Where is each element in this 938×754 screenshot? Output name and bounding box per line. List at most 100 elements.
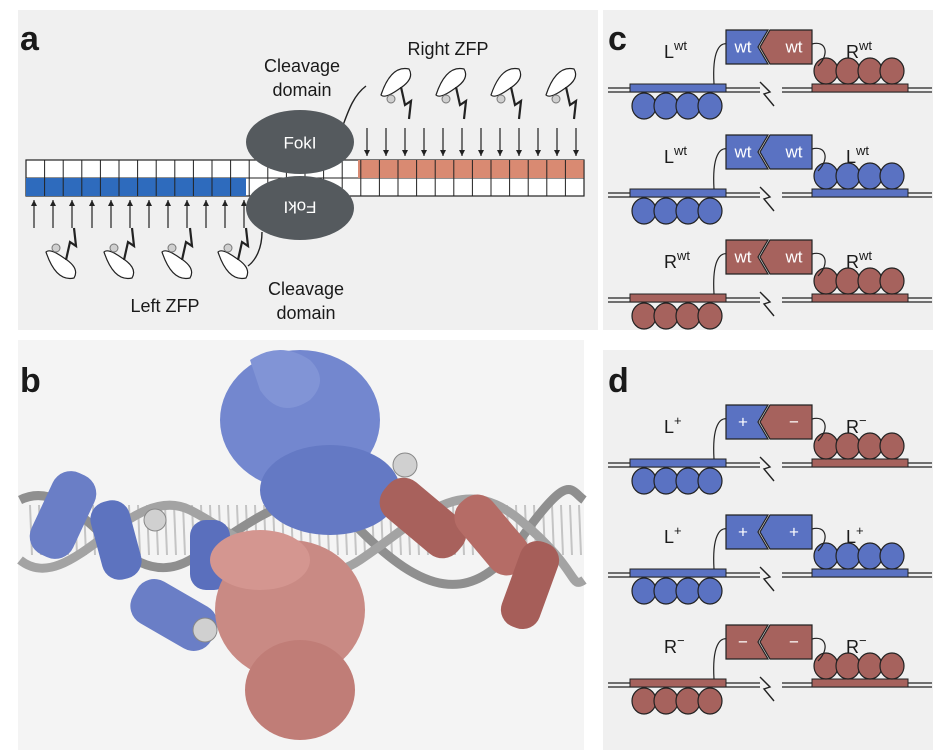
right-zinc-finger bbox=[880, 268, 904, 294]
right-zinc-finger bbox=[880, 543, 904, 569]
right-binding-bar bbox=[812, 189, 908, 197]
left-zinc-finger bbox=[698, 688, 722, 714]
right-binding-bar bbox=[812, 294, 908, 302]
left-zinc-finger bbox=[676, 303, 700, 329]
left-zinc-finger bbox=[632, 468, 656, 494]
right-nuclease-domain bbox=[760, 625, 812, 659]
foki-bottom-label: FokI bbox=[283, 198, 316, 217]
left-zinc-finger bbox=[676, 468, 700, 494]
right-zinc-finger bbox=[858, 163, 882, 189]
left-zinc-finger bbox=[654, 93, 678, 119]
panel-a: a FokI FokI Cleavage domain Right ZFP Le… bbox=[18, 10, 598, 330]
right-zinc-finger bbox=[814, 58, 838, 84]
left-zinc-finger bbox=[632, 578, 656, 604]
left-binding-bar bbox=[630, 294, 726, 302]
left-zfp-name-base: L bbox=[664, 417, 674, 437]
left-binding-bar bbox=[630, 459, 726, 467]
cleavage-bottom-line2: domain bbox=[276, 303, 335, 323]
left-zinc-finger bbox=[698, 303, 722, 329]
left-zinc-finger bbox=[676, 688, 700, 714]
right-zinc-finger bbox=[880, 163, 904, 189]
zinc-ion bbox=[168, 244, 176, 252]
panel-d-letter: d bbox=[608, 362, 629, 400]
left-binding-bar bbox=[630, 84, 726, 92]
panel-c: c wtwtLwtRwtwtwtLwtLwtwtwtRwtRwt bbox=[603, 10, 933, 330]
left-zfp-name-sup: wt bbox=[676, 248, 690, 263]
left-zinc-finger bbox=[676, 198, 700, 224]
right-zfp-name-base: R bbox=[846, 417, 859, 437]
right-nuclease-domain bbox=[760, 405, 812, 439]
right-nuclease-label: wt bbox=[785, 143, 803, 162]
left-zinc-finger bbox=[632, 93, 656, 119]
left-nuclease-label: − bbox=[738, 633, 748, 652]
left-zinc-finger bbox=[698, 198, 722, 224]
left-nuclease-label: wt bbox=[734, 248, 752, 267]
left-nuclease-label: + bbox=[738, 523, 748, 542]
left-nuclease-label: wt bbox=[734, 143, 752, 162]
left-zinc-finger bbox=[632, 688, 656, 714]
left-zinc-finger bbox=[698, 93, 722, 119]
right-binding-bar bbox=[812, 459, 908, 467]
left-zfp-name-base: L bbox=[664, 147, 674, 167]
right-nuclease-domain bbox=[760, 515, 812, 549]
left-zfp-name-sup: wt bbox=[673, 143, 687, 158]
panel-a-letter: a bbox=[20, 20, 40, 58]
left-nuclease-label: wt bbox=[734, 38, 752, 57]
right-zinc-finger bbox=[858, 58, 882, 84]
right-nuclease-label: − bbox=[789, 633, 799, 652]
left-binding-bar bbox=[630, 679, 726, 687]
zinc-ion bbox=[224, 244, 232, 252]
zinc-ion bbox=[387, 95, 395, 103]
left-zfp-name-base: L bbox=[664, 42, 674, 62]
zinc-ion bbox=[52, 244, 60, 252]
right-zfp-name-base: R bbox=[846, 42, 859, 62]
right-zinc-finger bbox=[814, 543, 838, 569]
right-zinc-finger bbox=[814, 433, 838, 459]
right-binding-bar bbox=[812, 84, 908, 92]
left-zinc-finger bbox=[676, 578, 700, 604]
right-zinc-finger bbox=[880, 433, 904, 459]
left-zinc-finger bbox=[632, 198, 656, 224]
zinc-ion-blue-2 bbox=[144, 509, 166, 531]
left-zinc-finger bbox=[698, 468, 722, 494]
right-zfp-name-sup: − bbox=[859, 413, 867, 428]
right-nuclease-label: − bbox=[789, 413, 799, 432]
left-zinc-finger bbox=[676, 93, 700, 119]
left-zfp-name-base: R bbox=[664, 252, 677, 272]
right-nuclease-label: + bbox=[789, 523, 799, 542]
cleavage-top-line2: domain bbox=[272, 80, 331, 100]
right-zinc-finger bbox=[858, 433, 882, 459]
left-zfp-name-sup: + bbox=[674, 413, 682, 428]
right-zinc-finger bbox=[858, 268, 882, 294]
left-nuclease-label: + bbox=[738, 413, 748, 432]
right-zinc-finger bbox=[814, 163, 838, 189]
right-nuclease-label: wt bbox=[785, 248, 803, 267]
left-binding-bar bbox=[630, 189, 726, 197]
red-foki-lower bbox=[245, 640, 355, 740]
zinc-ion bbox=[442, 95, 450, 103]
blue-foki-lower bbox=[260, 445, 400, 535]
cleavage-top-line1: Cleavage bbox=[264, 56, 340, 76]
left-zfp-name-sup: wt bbox=[673, 38, 687, 53]
right-zfp-name-sup: wt bbox=[855, 143, 869, 158]
foki-top-label: FokI bbox=[283, 134, 316, 153]
zinc-ion-blue-1 bbox=[193, 618, 217, 642]
cleavage-bottom-line1: Cleavage bbox=[268, 279, 344, 299]
left-zinc-finger bbox=[654, 578, 678, 604]
left-zfp-name-sup: − bbox=[677, 633, 685, 648]
left-zinc-finger bbox=[632, 303, 656, 329]
right-binding-bar bbox=[812, 569, 908, 577]
left-zinc-finger bbox=[654, 303, 678, 329]
right-zfp-name-sup: wt bbox=[858, 38, 872, 53]
left-binding-site bbox=[26, 178, 246, 196]
right-zfp-name-sup: + bbox=[856, 523, 864, 538]
panel-b: b bbox=[18, 340, 584, 750]
left-zinc-finger bbox=[654, 198, 678, 224]
left-zinc-finger bbox=[654, 468, 678, 494]
red-foki-upper bbox=[210, 530, 310, 590]
right-nuclease-label: wt bbox=[785, 38, 803, 57]
left-zfp-name-base: L bbox=[664, 527, 674, 547]
left-zfp-label: Left ZFP bbox=[130, 296, 199, 316]
zinc-ion bbox=[497, 95, 505, 103]
